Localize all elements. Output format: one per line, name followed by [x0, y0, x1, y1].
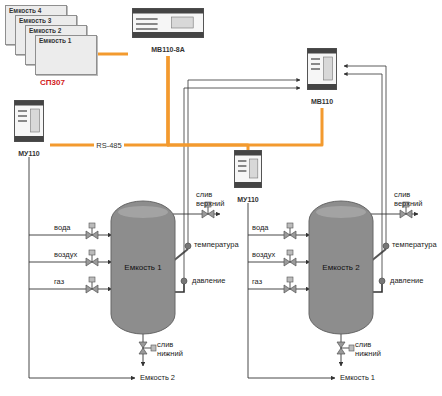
medium-label: воздух [252, 250, 275, 259]
tank-vessel: Емкость 2 [308, 200, 374, 335]
bus-connector [168, 56, 322, 145]
inlet-pipe [29, 235, 112, 236]
valve-symbol [337, 342, 354, 354]
sensor-label: температура [392, 240, 437, 249]
module-name: МУ110 [18, 150, 39, 157]
drain-label: слив нижний [355, 340, 387, 358]
medium-label: воздух [54, 250, 77, 259]
tank-vessel: Емкость 1 [110, 200, 176, 335]
valve-symbol [139, 342, 156, 354]
controller-module: МВ110-8А [128, 8, 208, 56]
screen-title: Емкость 1 [36, 36, 96, 45]
screen-title: Емкость 3 [16, 16, 76, 25]
module-picture [14, 100, 44, 142]
bus-connector [97, 53, 128, 56]
module-picture [234, 150, 262, 188]
sensor-label: давление [390, 276, 423, 285]
controller-module: МУ110 [8, 100, 50, 160]
sensor-label: температура [194, 240, 239, 249]
drain-label: слив нижний [157, 340, 189, 358]
module-name: МУ110 [237, 196, 258, 203]
screen-title: Емкость 4 [6, 6, 66, 15]
sensor-head [383, 243, 389, 249]
sensor-head [185, 243, 191, 249]
inlet-pipe [248, 235, 310, 236]
screen-title: Емкость 2 [26, 26, 86, 35]
medium-label: газ [54, 277, 64, 286]
destination-label: Емкость 2 [140, 373, 175, 382]
medium-label: вода [252, 223, 268, 232]
destination-label: Емкость 1 [340, 373, 375, 382]
valve-symbol [284, 223, 296, 239]
scada-screen: Емкость 1 [35, 35, 97, 75]
sensor-head [379, 278, 385, 284]
controller-module: МУ110 [228, 150, 268, 206]
pressure-stub [175, 284, 184, 292]
tank-name: Емкость 1 [124, 263, 161, 272]
sensor-head [181, 278, 187, 284]
valve-symbol [284, 250, 296, 266]
module-picture [307, 48, 337, 90]
drain-label: слив верхний [196, 190, 230, 208]
bus-connector [168, 56, 248, 150]
controller-module: МВ110 [300, 48, 344, 108]
bus-label: RS-485 [94, 141, 123, 150]
valve-symbol [86, 223, 98, 239]
device-label: СП307 [40, 78, 65, 87]
signal-wire [188, 80, 300, 243]
pressure-stub [373, 284, 382, 292]
tank-name: Емкость 2 [322, 263, 359, 272]
inlet-pipe [248, 289, 310, 290]
signal-wire [184, 88, 300, 278]
drain-label: слив верхний [394, 190, 428, 208]
module-name: МВ110 [311, 98, 333, 105]
module-name: МВ110-8А [151, 46, 184, 53]
medium-label: вода [54, 223, 70, 232]
valve-symbol [284, 277, 296, 293]
inlet-pipe [248, 262, 310, 263]
medium-label: газ [252, 277, 262, 286]
inlet-pipe [29, 262, 112, 263]
sensor-label: давление [192, 276, 225, 285]
module-picture [132, 8, 204, 38]
valve-symbol [86, 250, 98, 266]
valve-symbol [86, 277, 98, 293]
inlet-pipe [29, 289, 112, 290]
